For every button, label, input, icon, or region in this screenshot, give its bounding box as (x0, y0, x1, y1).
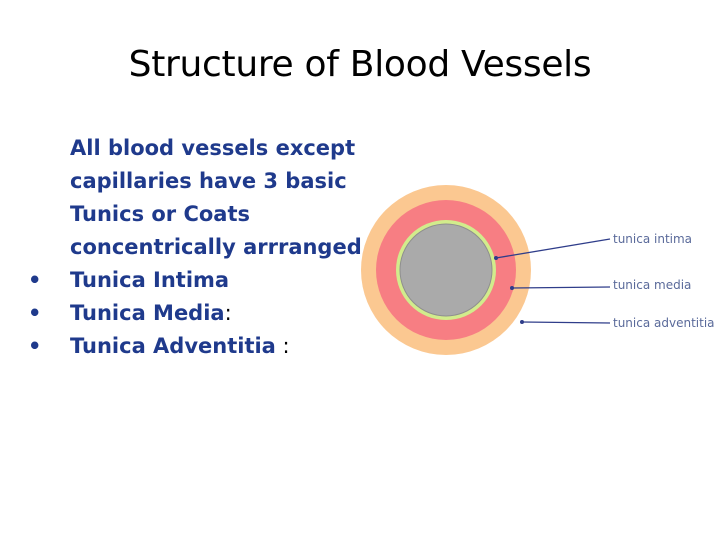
pointer-intima-end (494, 256, 498, 260)
bullet-tunica-adventitia: • Tunica Adventitia : (28, 330, 368, 363)
pointer-adventitia (521, 321, 611, 324)
bullet-label: Tunica Media (70, 301, 225, 325)
intro-line: Tunics or Coats (70, 202, 251, 226)
pointer-media (511, 286, 611, 289)
pointer-media-end (510, 286, 514, 290)
label-tunica-adventitia: tunica adventitia (613, 316, 715, 330)
intro-text: All blood vessels except capillaries hav… (28, 132, 368, 264)
slide-title: Structure of Blood Vessels (128, 44, 592, 85)
pointer-intima (495, 238, 611, 259)
intro-line: All blood vessels except (70, 136, 356, 160)
bullet-suffix: : (224, 301, 232, 325)
body-text: All blood vessels except capillaries hav… (28, 132, 368, 363)
bullet-tunica-media: • Tunica Media: (28, 297, 368, 330)
label-tunica-intima: tunica intima (613, 232, 692, 246)
bullet-tunica-intima: • Tunica Intima (28, 264, 368, 297)
intro-line: concentrically arrranged (70, 235, 362, 259)
bullet-label: Tunica Adventitia (70, 334, 276, 358)
bullet-dot-icon: • (28, 334, 42, 358)
bullet-suffix: : (275, 334, 290, 358)
pointer-adventitia-end (520, 320, 524, 324)
lumen (399, 223, 493, 317)
label-tunica-media: tunica media (613, 278, 691, 292)
intro-line: capillaries have 3 basic (70, 169, 347, 193)
bullet-label: Tunica Intima (70, 268, 230, 292)
bullet-dot-icon: • (28, 301, 42, 325)
bullet-dot-icon: • (28, 268, 42, 292)
